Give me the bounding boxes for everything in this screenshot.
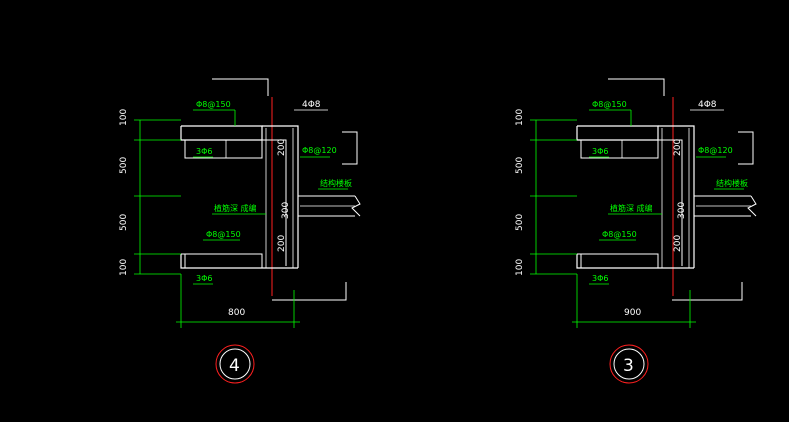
bottom-slab-inner xyxy=(184,253,263,269)
stirrup-leader xyxy=(342,131,358,165)
vdim-100-bottom: 100 xyxy=(119,259,129,276)
break-line xyxy=(747,195,757,217)
detail-circle-inner xyxy=(219,348,251,380)
bottom-inner-label: 3Φ6 xyxy=(592,274,608,283)
vdim-500-a: 500 xyxy=(119,157,129,174)
vdim-100-top: 100 xyxy=(515,109,525,126)
section-marker-bottom xyxy=(672,282,743,301)
section-marker-top xyxy=(608,78,665,96)
bottom-rebar-label: Φ8@150 xyxy=(602,230,637,239)
bottom-inner-label: 3Φ6 xyxy=(196,274,212,283)
detail-number: 4 xyxy=(229,356,240,376)
top-slab-inner xyxy=(580,140,659,159)
wall-inner xyxy=(658,139,683,266)
wall-outline xyxy=(658,125,695,268)
anchor-label: 植筋深 成编 xyxy=(610,203,653,213)
stirrup-label: Φ8@120 xyxy=(698,146,733,155)
top-inner-label: 3Φ6 xyxy=(592,147,608,156)
top-slab-outline xyxy=(180,125,263,141)
detail-circle-outer xyxy=(215,344,255,384)
break-line xyxy=(351,195,361,217)
bottom-slab-inner xyxy=(580,253,659,269)
stirrup-leader xyxy=(738,131,754,165)
width-dim: 900 xyxy=(624,308,641,318)
top-inner-label: 3Φ6 xyxy=(196,147,212,156)
floor-label: 结构楼板 xyxy=(716,178,748,188)
vdim-500-a: 500 xyxy=(515,157,525,174)
detail-circle-outer xyxy=(609,344,649,384)
section-marker-bottom xyxy=(272,282,347,301)
detail-circle-inner xyxy=(613,348,645,380)
side-top-dim: 200 xyxy=(673,139,683,156)
bottom-slab-outline xyxy=(576,254,694,269)
bottom-rebar-label: Φ8@150 xyxy=(206,230,241,239)
side-bot-dim: 200 xyxy=(277,235,287,252)
top-slab-inner xyxy=(184,140,263,159)
side-bot-dim: 200 xyxy=(673,235,683,252)
section-marker-top xyxy=(212,78,269,96)
top-rebar-label: Φ8@150 xyxy=(196,100,231,109)
vdim-500-b: 500 xyxy=(515,214,525,231)
wall-inner xyxy=(262,139,287,266)
detail-4: 100 500 500 100 800 Φ8@150 4Φ8 3Φ6 Φ8@12… xyxy=(119,78,361,384)
width-dim: 800 xyxy=(228,308,245,318)
detail-number: 3 xyxy=(623,356,634,376)
bottom-slab-outline xyxy=(180,254,298,269)
wall-outline xyxy=(262,125,299,268)
vdim-100-top: 100 xyxy=(119,109,129,126)
top-bars-label: 4Φ8 xyxy=(698,100,717,110)
vdim-500-b: 500 xyxy=(119,214,129,231)
top-bars-label: 4Φ8 xyxy=(302,100,321,110)
detail-3: 100 500 500 100 900 Φ8@150 4Φ8 3Φ6 Φ8@12… xyxy=(515,78,757,384)
side-top-dim: 200 xyxy=(277,139,287,156)
vdim-100-bottom: 100 xyxy=(515,259,525,276)
side-mid-dim: 300 xyxy=(677,202,687,219)
anchor-label: 植筋深 成编 xyxy=(214,203,257,213)
top-rebar-label: Φ8@150 xyxy=(592,100,627,109)
stirrup-label: Φ8@120 xyxy=(302,146,337,155)
top-slab-outline xyxy=(576,125,659,141)
side-mid-dim: 300 xyxy=(281,202,291,219)
floor-label: 结构楼板 xyxy=(320,178,352,188)
